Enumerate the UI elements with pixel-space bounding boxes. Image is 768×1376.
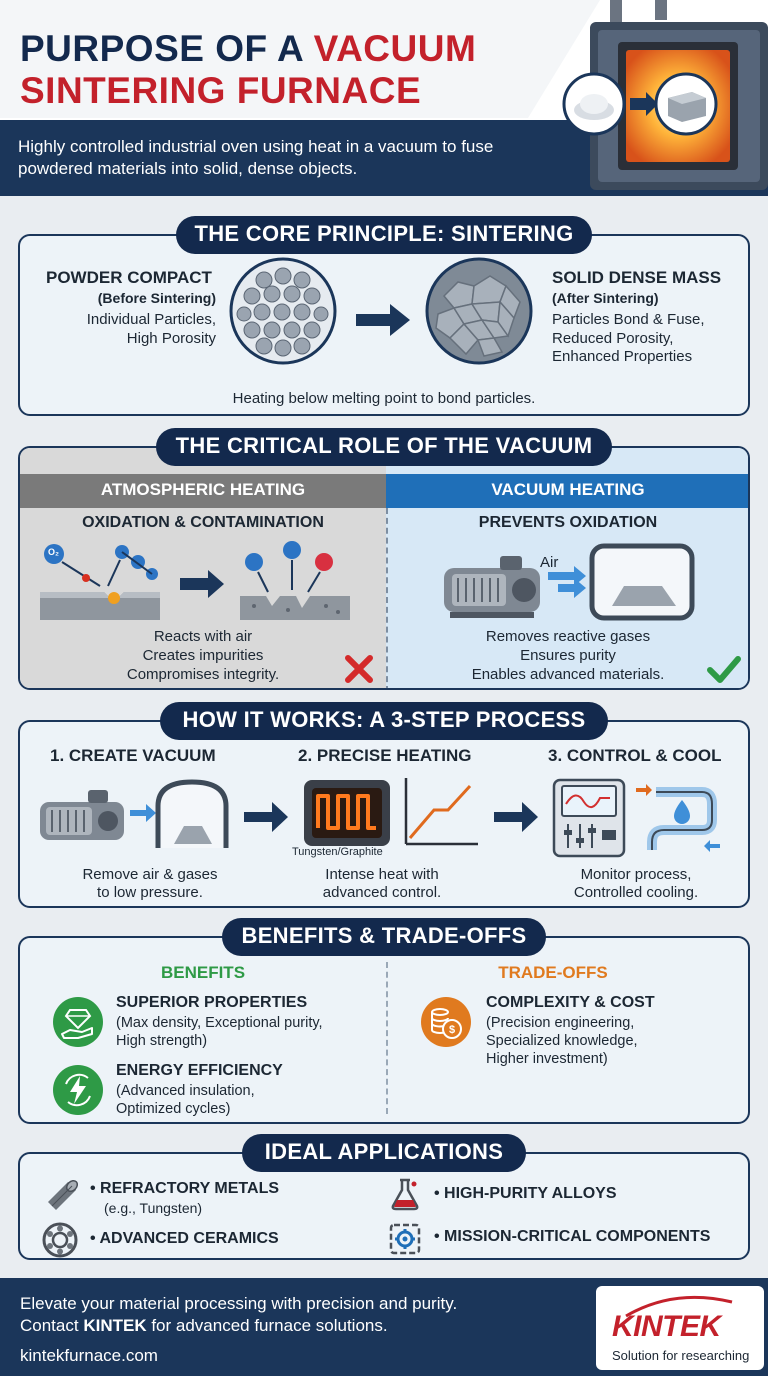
vacuum-line3: Enables advanced materials. bbox=[471, 666, 665, 683]
benefits-divider bbox=[386, 962, 388, 1114]
step1-title: 1. CREATE VACUUM bbox=[50, 746, 216, 765]
footer-line1: Elevate your material processing with pr… bbox=[20, 1294, 458, 1313]
kintek-logo: KINTEK bbox=[612, 1310, 721, 1343]
footer-url[interactable]: kintekfurnace.com bbox=[20, 1346, 158, 1365]
b2-line2: Optimized cycles) bbox=[116, 1101, 231, 1117]
arrow-right-icon bbox=[494, 802, 538, 832]
b2-line1: (Advanced insulation, bbox=[116, 1083, 255, 1099]
step1-line2: to low pressure. bbox=[97, 884, 203, 901]
app-refractory-sub: (e.g., Tungsten) bbox=[104, 1200, 203, 1216]
applications-pill: IDEAL APPLICATIONS bbox=[242, 1134, 526, 1172]
header: PURPOSE OF A VACUUM SINTERING FURNACE Hi… bbox=[0, 0, 768, 196]
atmospheric-line1: Reacts with air bbox=[153, 628, 253, 645]
b1-line1: (Max density, Exceptional purity, bbox=[116, 1015, 323, 1031]
b1-line2: High strength) bbox=[116, 1033, 208, 1049]
atmospheric-line3: Compromises integrity. bbox=[126, 666, 280, 683]
diamond-hand-icon bbox=[53, 997, 103, 1047]
solid-dense-sub: (After Sintering) bbox=[552, 290, 659, 306]
step3-line2: Controlled cooling. bbox=[573, 884, 699, 901]
solid-dense-title: SOLID DENSE MASS bbox=[552, 268, 722, 287]
metal-rod-icon bbox=[48, 1179, 79, 1210]
step3-control-diagram bbox=[552, 778, 720, 858]
ceramic-bearing-icon bbox=[42, 1222, 78, 1258]
step3-line1: Monitor process, bbox=[580, 866, 692, 883]
kintek-logo-box: KINTEK Solution for researching bbox=[596, 1286, 764, 1370]
t1-line3: Higher investment) bbox=[486, 1051, 608, 1067]
oxidation-diagram bbox=[40, 541, 350, 620]
column-divider bbox=[386, 508, 388, 688]
red-x-icon bbox=[345, 655, 373, 683]
powder-compact-sub: (Before Sintering) bbox=[97, 290, 216, 306]
app-high-purity-alloys: • HIGH-PURITY ALLOYS bbox=[434, 1185, 617, 1202]
atmospheric-header: ATMOSPHERIC HEATING bbox=[100, 480, 306, 499]
furnace-illustration bbox=[562, 0, 768, 190]
powder-compact-line2: High Porosity bbox=[126, 330, 216, 347]
core-principle-panel bbox=[18, 234, 750, 416]
atmospheric-line2: Creates impurities bbox=[142, 647, 264, 664]
kintek-logo-swoosh bbox=[625, 1295, 733, 1318]
app-refractory-metals: • REFRACTORY METALS bbox=[90, 1180, 280, 1197]
atmospheric-title: OXIDATION & CONTAMINATION bbox=[82, 514, 324, 531]
b1-title: SUPERIOR PROPERTIES bbox=[116, 994, 308, 1011]
solid-dense-line3: Enhanced Properties bbox=[552, 348, 693, 365]
title-band bbox=[0, 0, 600, 118]
heating-element-label: Tungsten/Graphite bbox=[292, 846, 383, 858]
t1-title: COMPLEXITY & COST bbox=[486, 994, 655, 1011]
vacuum-line1: Removes reactive gases bbox=[485, 628, 651, 645]
flask-icon bbox=[391, 1178, 419, 1211]
coins-cost-icon: $ bbox=[421, 997, 471, 1047]
svg-text:$: $ bbox=[449, 1024, 455, 1036]
title-accent: VACUUM bbox=[313, 28, 477, 69]
vacuum-header: VACUUM HEATING bbox=[491, 480, 645, 499]
arrow-right-icon bbox=[244, 802, 288, 832]
powder-compact-diagram bbox=[229, 257, 337, 365]
core-principle-pill: THE CORE PRINCIPLE: SINTERING bbox=[176, 216, 592, 254]
page-title-line1: PURPOSE OF A VACUUM bbox=[20, 30, 476, 67]
t1-line2: Specialized knowledge, bbox=[486, 1033, 638, 1049]
b2-title: ENERGY EFFICIENCY bbox=[116, 1062, 283, 1079]
kintek-tagline: Solution for researching bbox=[612, 1348, 750, 1363]
benefits-header: BENEFITS bbox=[160, 963, 246, 982]
component-gear-icon bbox=[389, 1223, 421, 1255]
solid-dense-line2: Reduced Porosity, bbox=[552, 330, 674, 347]
powder-compact-title: POWDER COMPACT bbox=[46, 268, 212, 287]
vacuum-title: PREVENTS OXIDATION bbox=[478, 514, 658, 531]
step2-title: 2. PRECISE HEATING bbox=[298, 746, 472, 765]
process-pill: HOW IT WORKS: A 3-STEP PROCESS bbox=[160, 702, 608, 740]
footer: Elevate your material processing with pr… bbox=[0, 1278, 768, 1376]
step1-line1: Remove air & gases bbox=[82, 866, 218, 883]
t1-line1: (Precision engineering, bbox=[486, 1015, 635, 1031]
vacuum-line2: Ensures purity bbox=[520, 647, 616, 664]
arrow-right-icon bbox=[356, 304, 410, 336]
step2-line1: Intense heat with bbox=[325, 866, 439, 883]
solid-dense-mass-diagram bbox=[425, 257, 533, 365]
app-mission-critical: • MISSION-CRITICAL COMPONENTS bbox=[434, 1228, 711, 1245]
vacuum-header-bar bbox=[386, 474, 748, 508]
energy-icon bbox=[53, 1065, 103, 1115]
footer-line2-c: for advanced furnace solutions. bbox=[146, 1316, 388, 1335]
step3-title: 3. CONTROL & COOL bbox=[548, 746, 722, 765]
core-caption: Heating below melting point to bond part… bbox=[232, 390, 536, 407]
powder-compact-line1: Individual Particles, bbox=[86, 311, 216, 328]
page-title-line2: SINTERING FURNACE bbox=[20, 70, 422, 111]
step1-vacuum-diagram bbox=[40, 779, 229, 848]
benefits-pill: BENEFITS & TRADE-OFFS bbox=[222, 918, 546, 956]
o2-label: O₂ bbox=[48, 547, 59, 557]
vacuum-pump-chamber-diagram bbox=[444, 543, 695, 621]
footer-line2-a: Contact bbox=[20, 1316, 84, 1335]
step2-line2: advanced control. bbox=[322, 884, 442, 901]
solid-dense-line1: Particles Bond & Fuse, bbox=[552, 311, 705, 328]
step2-heating-diagram bbox=[304, 778, 478, 846]
footer-line2: Contact KINTEK for advanced furnace solu… bbox=[20, 1316, 388, 1336]
title-part: PURPOSE OF A bbox=[20, 28, 314, 69]
green-check-icon bbox=[707, 656, 741, 683]
footer-brand: KINTEK bbox=[83, 1316, 147, 1335]
subtitle: Highly controlled industrial oven using … bbox=[18, 137, 494, 178]
vacuum-role-pill: THE CRITICAL ROLE OF THE VACUUM bbox=[156, 428, 612, 466]
tradeoffs-header: TRADE-OFFS bbox=[498, 963, 608, 982]
air-label: Air bbox=[540, 554, 559, 571]
app-advanced-ceramics: • ADVANCED CERAMICS bbox=[90, 1230, 279, 1247]
atmospheric-header-bar bbox=[20, 474, 386, 508]
